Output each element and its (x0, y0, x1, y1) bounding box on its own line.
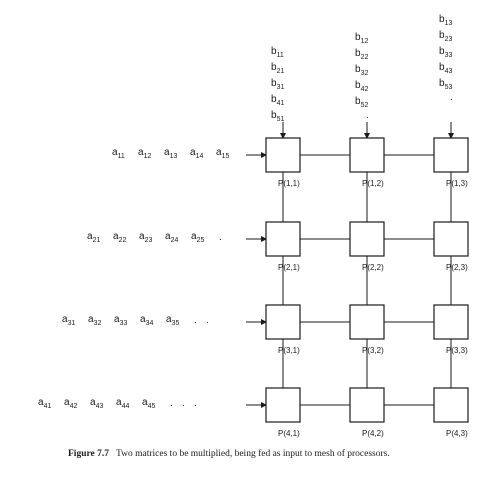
skew-dot: . (366, 110, 369, 121)
skew-dot: . (194, 398, 197, 409)
processor-cell (433, 387, 469, 423)
row-input-term: a44 (116, 397, 129, 410)
row-input-term: a15 (216, 147, 229, 160)
processor-label: P(1,2) (362, 179, 384, 188)
row-input-term: a14 (190, 147, 203, 160)
row-input-term: a22 (113, 231, 126, 244)
processor-label: P(1,3) (446, 179, 468, 188)
processor-label: P(4,3) (446, 429, 468, 438)
processor-cell (265, 304, 301, 340)
processor-label: P(2,3) (446, 263, 468, 272)
row-input-term: a13 (164, 147, 177, 160)
column-input-term: b43 (439, 62, 452, 75)
skew-dot: . (206, 315, 209, 326)
column-input-term: b12 (355, 32, 368, 45)
mesh-connections (282, 154, 452, 406)
input-arrows (246, 122, 454, 408)
row-input-term: a11 (112, 147, 125, 160)
row-input-term: a41 (38, 397, 51, 410)
processor-label: P(3,2) (362, 346, 384, 355)
processor-label: P(4,1) (278, 429, 300, 438)
processor-label: P(3,3) (446, 346, 468, 355)
row-input-term: a35 (166, 314, 179, 327)
processor-label: P(1,1) (278, 179, 300, 188)
processor-cell (265, 221, 301, 257)
column-input-term: b21 (271, 62, 284, 75)
column-input-term: b32 (355, 64, 368, 77)
row-input-term: a42 (64, 397, 77, 410)
column-input-term: b23 (439, 30, 452, 43)
processor-cell (349, 304, 385, 340)
skew-dot: . (450, 92, 453, 103)
processor-cell (265, 387, 301, 423)
column-input-term: b51 (271, 110, 284, 123)
row-input-term: a34 (140, 314, 153, 327)
row-input-term: a32 (88, 314, 101, 327)
row-input-term: a24 (165, 231, 178, 244)
skew-dot: . (219, 232, 222, 243)
column-input-sequences: b11 b21 b31 b41 b51 b12 b22 b32 b42 b52. b13 b23 b33… (271, 14, 453, 123)
column-input-term: b31 (271, 78, 284, 91)
row-input-term: a12 (138, 147, 151, 160)
column-input-term: b11 (271, 46, 284, 59)
column-input-term: b22 (355, 48, 368, 61)
processor-grid (265, 137, 469, 423)
processor-label: P(4,2) (362, 429, 384, 438)
processor-cell (265, 137, 301, 173)
column-input-term: b33 (439, 46, 452, 59)
row-input-sequences: a11 a12 a13 a14 a15 a21 a22 a23 a24 a25. a31 a32 a33… (38, 147, 229, 410)
row-input-term: a45 (142, 397, 155, 410)
row-input-term: a23 (139, 231, 152, 244)
figure-label: Figure 7.7 (68, 449, 109, 459)
processor-cell (433, 137, 469, 173)
column-input-term: b13 (439, 14, 452, 27)
skew-dot: . (182, 398, 185, 409)
processor-cell (349, 387, 385, 423)
processor-cell (433, 304, 469, 340)
column-input-term: b53 (439, 78, 452, 91)
row-input-term: a43 (90, 397, 103, 410)
processor-cell (349, 221, 385, 257)
processor-label: P(2,2) (362, 263, 384, 272)
processor-label: P(3,1) (278, 346, 300, 355)
processor-label: P(2,1) (278, 263, 300, 272)
row-input-term: a33 (114, 314, 127, 327)
row-input-term: a31 (62, 314, 75, 327)
skew-dot: . (194, 315, 197, 326)
row-input-term: a21 (87, 231, 100, 244)
column-input-term: b41 (271, 94, 284, 107)
processor-labels: P(1,1) P(1,2) P(1,3) P(2,1) P(2,2) P(2,3) P(3,… (278, 179, 468, 438)
row-input-term: a25 (191, 231, 204, 244)
processor-cell (433, 221, 469, 257)
figure-caption: Figure 7.7 Two matrices to be multiplied,… (68, 449, 478, 459)
column-input-term: b42 (355, 80, 368, 93)
skew-dot: . (170, 398, 173, 409)
figure-caption-text: Two matrices to be multiplied, being fed… (116, 449, 390, 459)
processor-cell (349, 137, 385, 173)
column-input-term: b52 (355, 96, 368, 109)
